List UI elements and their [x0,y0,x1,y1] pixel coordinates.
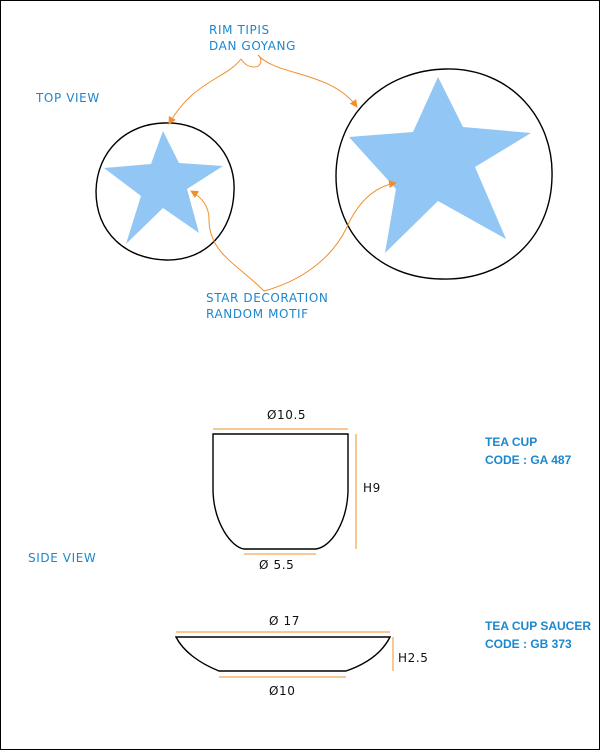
rim-note-line-2: DAN GOYANG [209,39,296,53]
saucer-star-decoration [349,77,531,253]
cup-rim-outline [95,122,235,261]
saucer-rim-outline [335,68,553,280]
rim-leader-to-saucer [257,54,358,108]
top-view-label: TOP VIEW [36,91,100,105]
tea-cup-name: TEA CUP [485,435,538,449]
star-note-line-2: RANDOM MOTIF [206,307,309,321]
rim-note-line-1: RIM TIPIS [209,23,270,37]
rim-leader-brace [240,54,262,68]
side-view-label: SIDE VIEW [28,551,97,565]
saucer-code: CODE : GB 373 [485,637,572,651]
cup-base-diameter: Ø 5.5 [259,558,295,572]
star-leader-to-cup [190,190,265,292]
cup-top-diameter: Ø10.5 [267,408,307,422]
saucer-top-diameter: Ø 17 [269,614,300,628]
tea-cup-code: CODE : GA 487 [485,453,572,467]
saucer-name: TEA CUP SAUCER [485,619,592,633]
cup-star-decoration [104,131,223,244]
saucer-profile [174,636,392,672]
star-leader-to-saucer [263,180,397,292]
cup-height: H9 [363,481,381,495]
tea-cup-profile [212,433,349,550]
saucer-base-diameter: Ø10 [269,684,296,698]
saucer-height: H2.5 [398,651,429,665]
rim-leader-to-cup [168,58,242,125]
star-note-line-1: STAR DECORATION [206,291,329,305]
